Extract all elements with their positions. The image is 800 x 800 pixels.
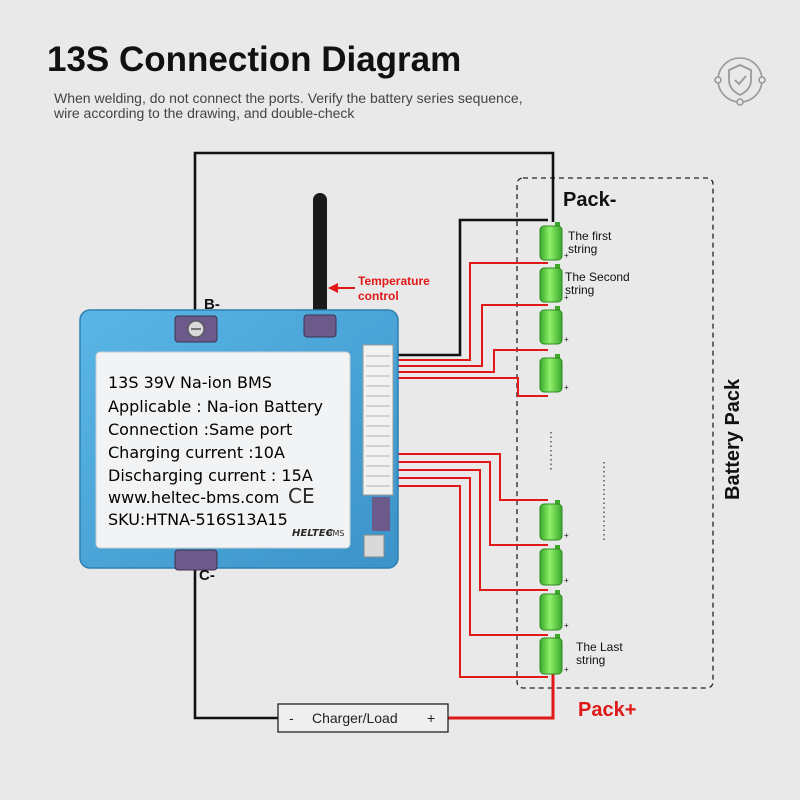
subtitle-line-1: When welding, do not connect the ports. … xyxy=(54,90,523,106)
subtitle-line-2: wire according to the drawing, and doubl… xyxy=(54,105,355,121)
battery-cell-12 xyxy=(539,590,563,631)
c-minus-wire xyxy=(193,565,278,720)
svg-text:+: + xyxy=(564,665,569,674)
bms-line-5: Discharging current : 15A xyxy=(108,466,313,485)
battery-cell-11 xyxy=(539,545,563,586)
b-minus-label: B- xyxy=(204,296,220,313)
pack-minus-sense-wire xyxy=(393,218,548,357)
brand-logo: HELTEC xyxy=(292,528,334,539)
pack-plus-wire xyxy=(448,672,555,720)
ce-mark: CE xyxy=(288,484,315,508)
battery-pack-label: Battery Pack xyxy=(722,378,744,500)
pack-plus-label: Pack+ xyxy=(578,699,636,721)
last-string-label-2: string xyxy=(576,653,605,667)
charger-load-box xyxy=(277,703,449,733)
battery-cell-3 xyxy=(539,306,563,345)
second-string-label-1: The Second xyxy=(565,270,630,284)
bms-line-7: SKU:HTNA-516S13A15 xyxy=(108,510,288,529)
bms-line-4: Charging current :10A xyxy=(108,443,285,462)
svg-text:+: + xyxy=(564,293,569,302)
bms-line-1: 13S 39V Na-ion BMS xyxy=(108,373,272,392)
bms-line-3: Connection :Same port xyxy=(108,420,292,439)
svg-text:+: + xyxy=(564,531,569,540)
temperature-label-1: Temperature xyxy=(358,274,430,288)
svg-text:+: + xyxy=(564,621,569,630)
shield-icon xyxy=(714,57,766,106)
b-minus-wire xyxy=(193,151,555,312)
last-string-label-1: The Last xyxy=(576,640,623,654)
c-minus-label: C- xyxy=(199,567,215,584)
charger-plus-label: + xyxy=(427,710,435,726)
red-sense-wires xyxy=(393,262,548,678)
arrow-icon xyxy=(328,283,338,293)
svg-text:+: + xyxy=(564,251,569,260)
battery-cells xyxy=(539,222,563,675)
svg-text:+: + xyxy=(564,335,569,344)
first-string-label-2: string xyxy=(568,242,597,256)
bms-line-6: www.heltec-bms.com xyxy=(108,488,279,507)
c-minus-terminal xyxy=(174,549,218,571)
brand-suffix: BMS xyxy=(327,529,344,538)
first-string-label-1: The first xyxy=(568,229,612,243)
page-title: 13S Connection Diagram xyxy=(47,40,462,79)
battery-cell-1 xyxy=(539,222,563,261)
battery-cell-10 xyxy=(539,500,563,541)
battery-pack-outline xyxy=(516,177,714,689)
balance-connector xyxy=(362,344,394,496)
second-string-label-2: string xyxy=(565,283,594,297)
pack-minus-label: Pack- xyxy=(563,189,616,211)
temperature-label-2: control xyxy=(358,289,399,303)
bms-line-2: Applicable : Na-ion Battery xyxy=(108,397,323,416)
svg-text:+: + xyxy=(564,383,569,392)
bms-board xyxy=(79,309,399,571)
battery-cell-13 xyxy=(539,634,563,675)
black-wires xyxy=(193,151,555,720)
charger-load-label: Charger/Load xyxy=(312,710,398,726)
battery-cell-2 xyxy=(539,264,563,303)
battery-cell-4 xyxy=(539,354,563,393)
charger-minus-label: - xyxy=(289,710,294,726)
svg-text:+: + xyxy=(564,576,569,585)
